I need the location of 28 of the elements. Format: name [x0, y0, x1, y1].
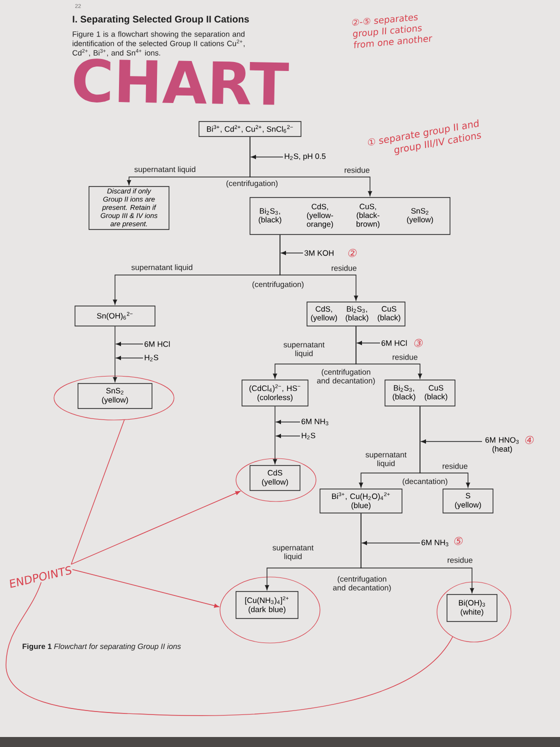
- arrow: [112, 326, 118, 382]
- circled-number: ②: [348, 248, 357, 258]
- handwritten-heading: CHART: [74, 58, 289, 105]
- arrow: [360, 513, 474, 594]
- arrow: [280, 234, 358, 301]
- leader-arrow: [72, 569, 220, 608]
- section-heading: I. Separating Selected Group II Cations: [72, 16, 249, 24]
- circled-number: ⑤: [454, 536, 463, 546]
- handwritten-note: ②-⑤ separates group II cations from one another: [352, 14, 432, 48]
- arrow: [116, 342, 144, 346]
- circled-number: ③: [414, 338, 423, 348]
- arrow: [272, 406, 278, 464]
- arrow: [420, 406, 470, 488]
- leader-line: [6, 582, 454, 716]
- arrow: [362, 540, 420, 546]
- arrow: [281, 250, 304, 256]
- arrow: [276, 434, 300, 438]
- leader-arrow: [70, 490, 240, 565]
- arrow: [251, 154, 284, 160]
- arrow: [356, 326, 422, 379]
- arrow: [357, 340, 380, 346]
- handwritten-note: ① separate group II and group III/IV cations: [368, 119, 481, 156]
- leader-line: [70, 419, 125, 565]
- circled-number: ④: [525, 436, 534, 444]
- arrow: [421, 439, 482, 444]
- arrow: [276, 420, 300, 424]
- arrow: [250, 136, 372, 196]
- arrow: [116, 356, 144, 360]
